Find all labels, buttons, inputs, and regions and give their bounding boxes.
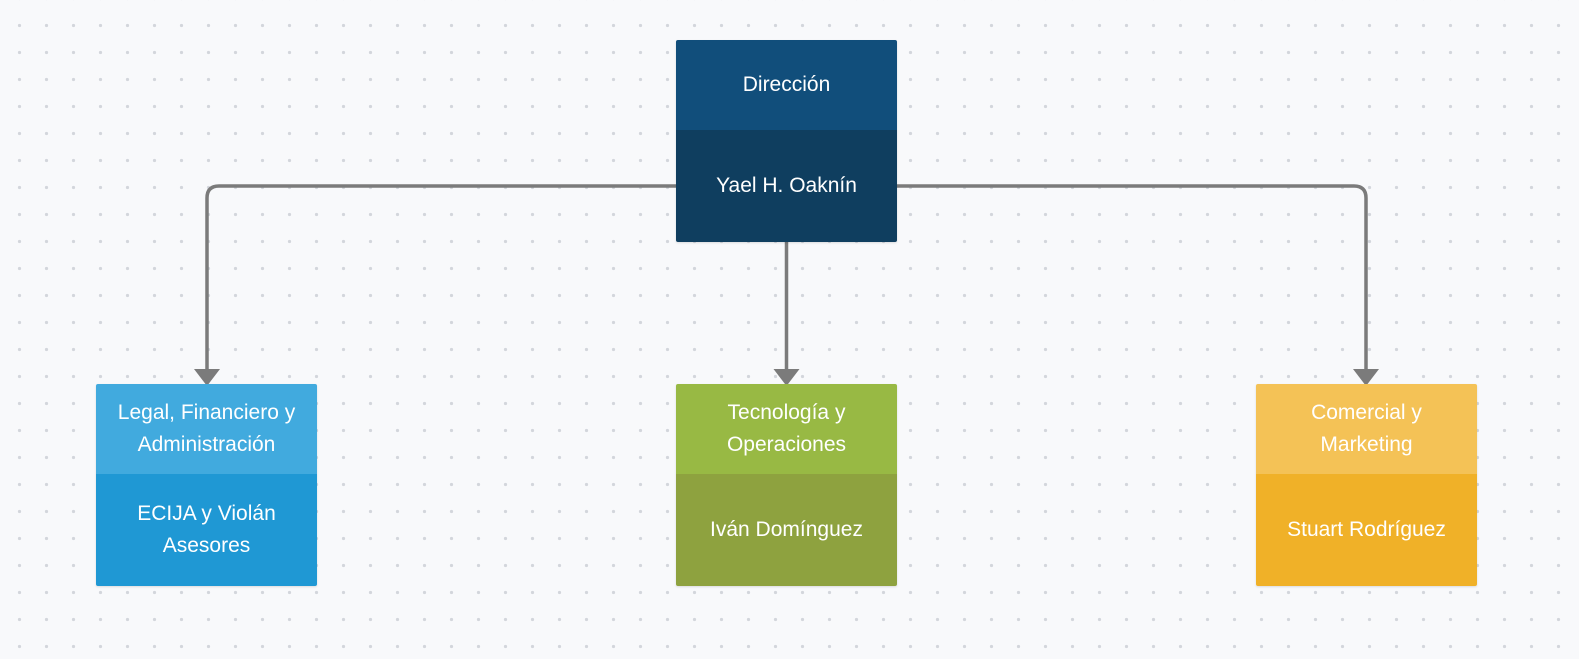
org-node-comercial[interactable]: Comercial y Marketing Stuart Rodríguez (1256, 384, 1477, 586)
person-box-tecnologia: Iván Domínguez (676, 474, 897, 586)
role-label-comercial: Comercial y Marketing (1311, 401, 1422, 456)
connector-direccion-to-comercial (897, 184, 1368, 370)
org-node-direccion[interactable]: Dirección Yael H. Oaknín (676, 40, 897, 242)
person-box-direccion: Yael H. Oaknín (676, 130, 897, 242)
role-label-legal: Legal, Financiero y Administración (117, 401, 296, 456)
role-label-direccion: Dirección (742, 73, 831, 96)
org-node-legal[interactable]: Legal, Financiero y Administración ECIJA… (96, 384, 317, 586)
role-header-tecnologia: Tecnología y Operaciones (676, 384, 897, 474)
role-label-tecnologia: Tecnología y Operaciones (726, 401, 847, 456)
person-name-tecnologia: Iván Domínguez (710, 518, 863, 541)
person-name-direccion: Yael H. Oaknín (716, 174, 857, 197)
person-box-comercial: Stuart Rodríguez (1256, 474, 1477, 586)
org-node-tecnologia[interactable]: Tecnología y Operaciones Iván Domínguez (676, 384, 897, 586)
person-name-comercial: Stuart Rodríguez (1287, 518, 1446, 541)
person-name-legal: ECIJA y Violán Asesores (137, 502, 276, 557)
person-box-legal: ECIJA y Violán Asesores (96, 474, 317, 586)
role-header-comercial: Comercial y Marketing (1256, 384, 1477, 474)
connector-direccion-to-legal (205, 184, 676, 370)
role-header-direccion: Dirección (676, 40, 897, 130)
role-header-legal: Legal, Financiero y Administración (96, 384, 317, 474)
